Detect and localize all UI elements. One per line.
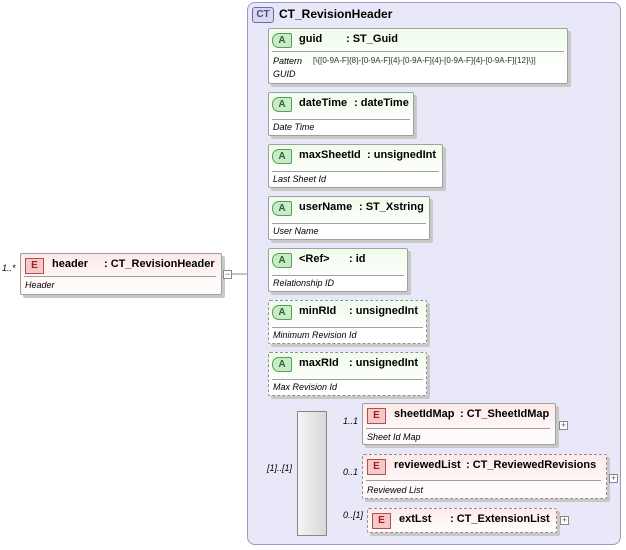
element-type: : CT_ReviewedRevisions xyxy=(466,459,597,471)
complex-type-name: CT_RevisionHeader xyxy=(279,7,393,21)
attribute-name: maxSheetId xyxy=(299,149,361,161)
pattern-label: Pattern xyxy=(273,56,303,66)
separator xyxy=(272,119,410,120)
attribute-doc: Max Revision Id xyxy=(273,382,338,392)
attribute-doc: GUID xyxy=(273,69,296,79)
element-badge: E xyxy=(367,408,386,424)
element-type: : CT_SheetIdMap xyxy=(460,408,550,420)
attribute-badge: A xyxy=(272,33,292,48)
attribute-badge: A xyxy=(272,97,292,112)
element-badge: E xyxy=(372,513,391,529)
attribute-badge: A xyxy=(272,149,292,164)
element-sheetidmap[interactable]: E sheetIdMap : CT_SheetIdMap Sheet Id Ma… xyxy=(362,403,556,445)
child-multiplicity: 0..[1] xyxy=(343,510,364,520)
element-reviewedlist[interactable]: E reviewedList : CT_ReviewedRevisions Re… xyxy=(362,454,607,499)
attribute-type: : unsignedInt xyxy=(367,149,437,161)
expand-toggle[interactable]: + xyxy=(609,473,618,483)
attribute-name: dateTime xyxy=(299,97,348,109)
element-type: : CT_ExtensionList xyxy=(450,513,550,525)
pattern-value: [\{[0-9A-F]{8}-[0-9A-F]{4}-[0-9A-F]{4}-[… xyxy=(313,56,536,65)
attribute-doc: User Name xyxy=(273,226,319,236)
attribute-maxrid[interactable]: A maxRId : unsignedInt Max Revision Id xyxy=(268,352,427,396)
attribute-type: : unsignedInt xyxy=(349,305,419,317)
element-badge: E xyxy=(367,459,386,475)
attribute-type: : dateTime xyxy=(354,97,409,109)
element-doc: Reviewed List xyxy=(367,485,424,495)
attribute-doc: Last Sheet Id xyxy=(273,174,327,184)
element-name: sheetIdMap xyxy=(394,408,455,420)
attribute-ref[interactable]: A <Ref> : id Relationship ID xyxy=(268,248,408,292)
child-multiplicity: 0..1 xyxy=(343,467,359,477)
attribute-badge: A xyxy=(272,201,292,216)
attribute-doc: Minimum Revision Id xyxy=(273,330,357,340)
element-name: extLst xyxy=(399,513,432,525)
element-name: header xyxy=(52,258,89,270)
attribute-badge: A xyxy=(272,305,292,320)
attribute-username[interactable]: A userName : ST_Xstring User Name xyxy=(268,196,430,240)
element-doc: Sheet Id Map xyxy=(367,432,421,442)
separator xyxy=(272,327,423,328)
separator xyxy=(366,428,550,429)
attribute-maxsheetid[interactable]: A maxSheetId : unsignedInt Last Sheet Id xyxy=(268,144,443,188)
attribute-name: <Ref> xyxy=(299,253,330,265)
attribute-type: : ST_Guid xyxy=(346,33,398,45)
separator xyxy=(272,275,404,276)
attribute-type: : id xyxy=(349,253,366,265)
child-multiplicity: 1..1 xyxy=(343,416,359,426)
separator xyxy=(272,51,564,52)
attribute-type: : ST_Xstring xyxy=(359,201,424,213)
root-multiplicity: 1..* xyxy=(2,263,16,273)
sequence-compositor[interactable] xyxy=(297,411,327,536)
separator xyxy=(272,379,423,380)
collapse-toggle[interactable]: − xyxy=(223,269,232,279)
root-element-header[interactable]: E header : CT_RevisionHeader Header xyxy=(20,253,222,295)
element-doc: Header xyxy=(25,280,55,290)
separator xyxy=(24,276,216,277)
element-badge: E xyxy=(25,258,44,274)
attribute-name: userName xyxy=(299,201,353,213)
complex-type-badge: CT xyxy=(252,7,274,23)
separator xyxy=(366,480,601,481)
attribute-doc: Date Time xyxy=(273,122,315,132)
attribute-minrid[interactable]: A minRId : unsignedInt Minimum Revision … xyxy=(268,300,427,344)
separator xyxy=(272,223,426,224)
attribute-type: : unsignedInt xyxy=(349,357,419,369)
attribute-name: minRId xyxy=(299,305,337,317)
element-name: reviewedList xyxy=(394,459,461,471)
attribute-badge: A xyxy=(272,357,292,372)
element-extlst[interactable]: E extLst : CT_ExtensionList xyxy=(367,508,557,533)
attribute-badge: A xyxy=(272,253,292,268)
expand-toggle[interactable]: + xyxy=(560,515,569,525)
attribute-datetime[interactable]: A dateTime : dateTime Date Time xyxy=(268,92,414,136)
attribute-name: guid xyxy=(299,33,323,45)
element-type: : CT_RevisionHeader xyxy=(104,258,215,270)
sequence-multiplicity: [1]..[1] xyxy=(267,463,293,473)
expand-toggle[interactable]: + xyxy=(559,420,568,430)
attribute-doc: Relationship ID xyxy=(273,278,335,288)
attribute-guid[interactable]: A guid : ST_Guid Pattern [\{[0-9A-F]{8}-… xyxy=(268,28,568,84)
attribute-name: maxRId xyxy=(299,357,339,369)
separator xyxy=(272,171,439,172)
